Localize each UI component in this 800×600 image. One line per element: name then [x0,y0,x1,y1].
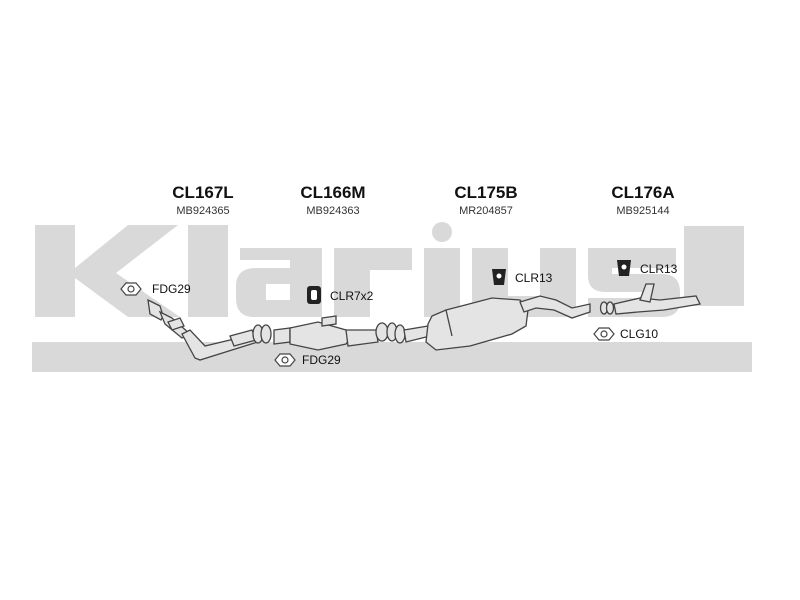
part-code-rear-box: CL175B [454,183,518,202]
oem-code-centre-silencer: MB924363 [306,205,360,217]
rear-box-cl175b [386,295,591,351]
oem-code-tail-pipe: MB925144 [616,205,670,217]
gasket-label: FDG29 [302,353,341,367]
rubber-mount-icon [492,269,506,285]
oem-code-front-pipe: MB924365 [176,205,230,217]
part-code-front-pipe: CL167L [172,183,234,202]
tail-pipe-cl176a [599,283,701,315]
gasket-icon [120,282,142,296]
gasket-label: FDG29 [152,282,191,296]
rubber-mount-icon [617,260,631,276]
rubber-mount-label: CLR13 [640,262,678,276]
oem-code-rear-box: MR204857 [459,205,513,217]
front-pipe-cl167l [147,298,272,361]
part-code-centre-silencer: CL166M [300,183,366,202]
gasket-label: CLG10 [620,327,659,341]
gasket-icon [274,353,296,367]
rubber-mount-icon [307,286,321,304]
rubber-mount-label: CLR13 [515,271,553,285]
gasket-icon [593,327,615,341]
rubber-mount-label: CLR7x2 [330,289,374,303]
part-code-tail-pipe: CL176A [611,183,675,202]
centre-silencer-cl166m [273,315,389,351]
